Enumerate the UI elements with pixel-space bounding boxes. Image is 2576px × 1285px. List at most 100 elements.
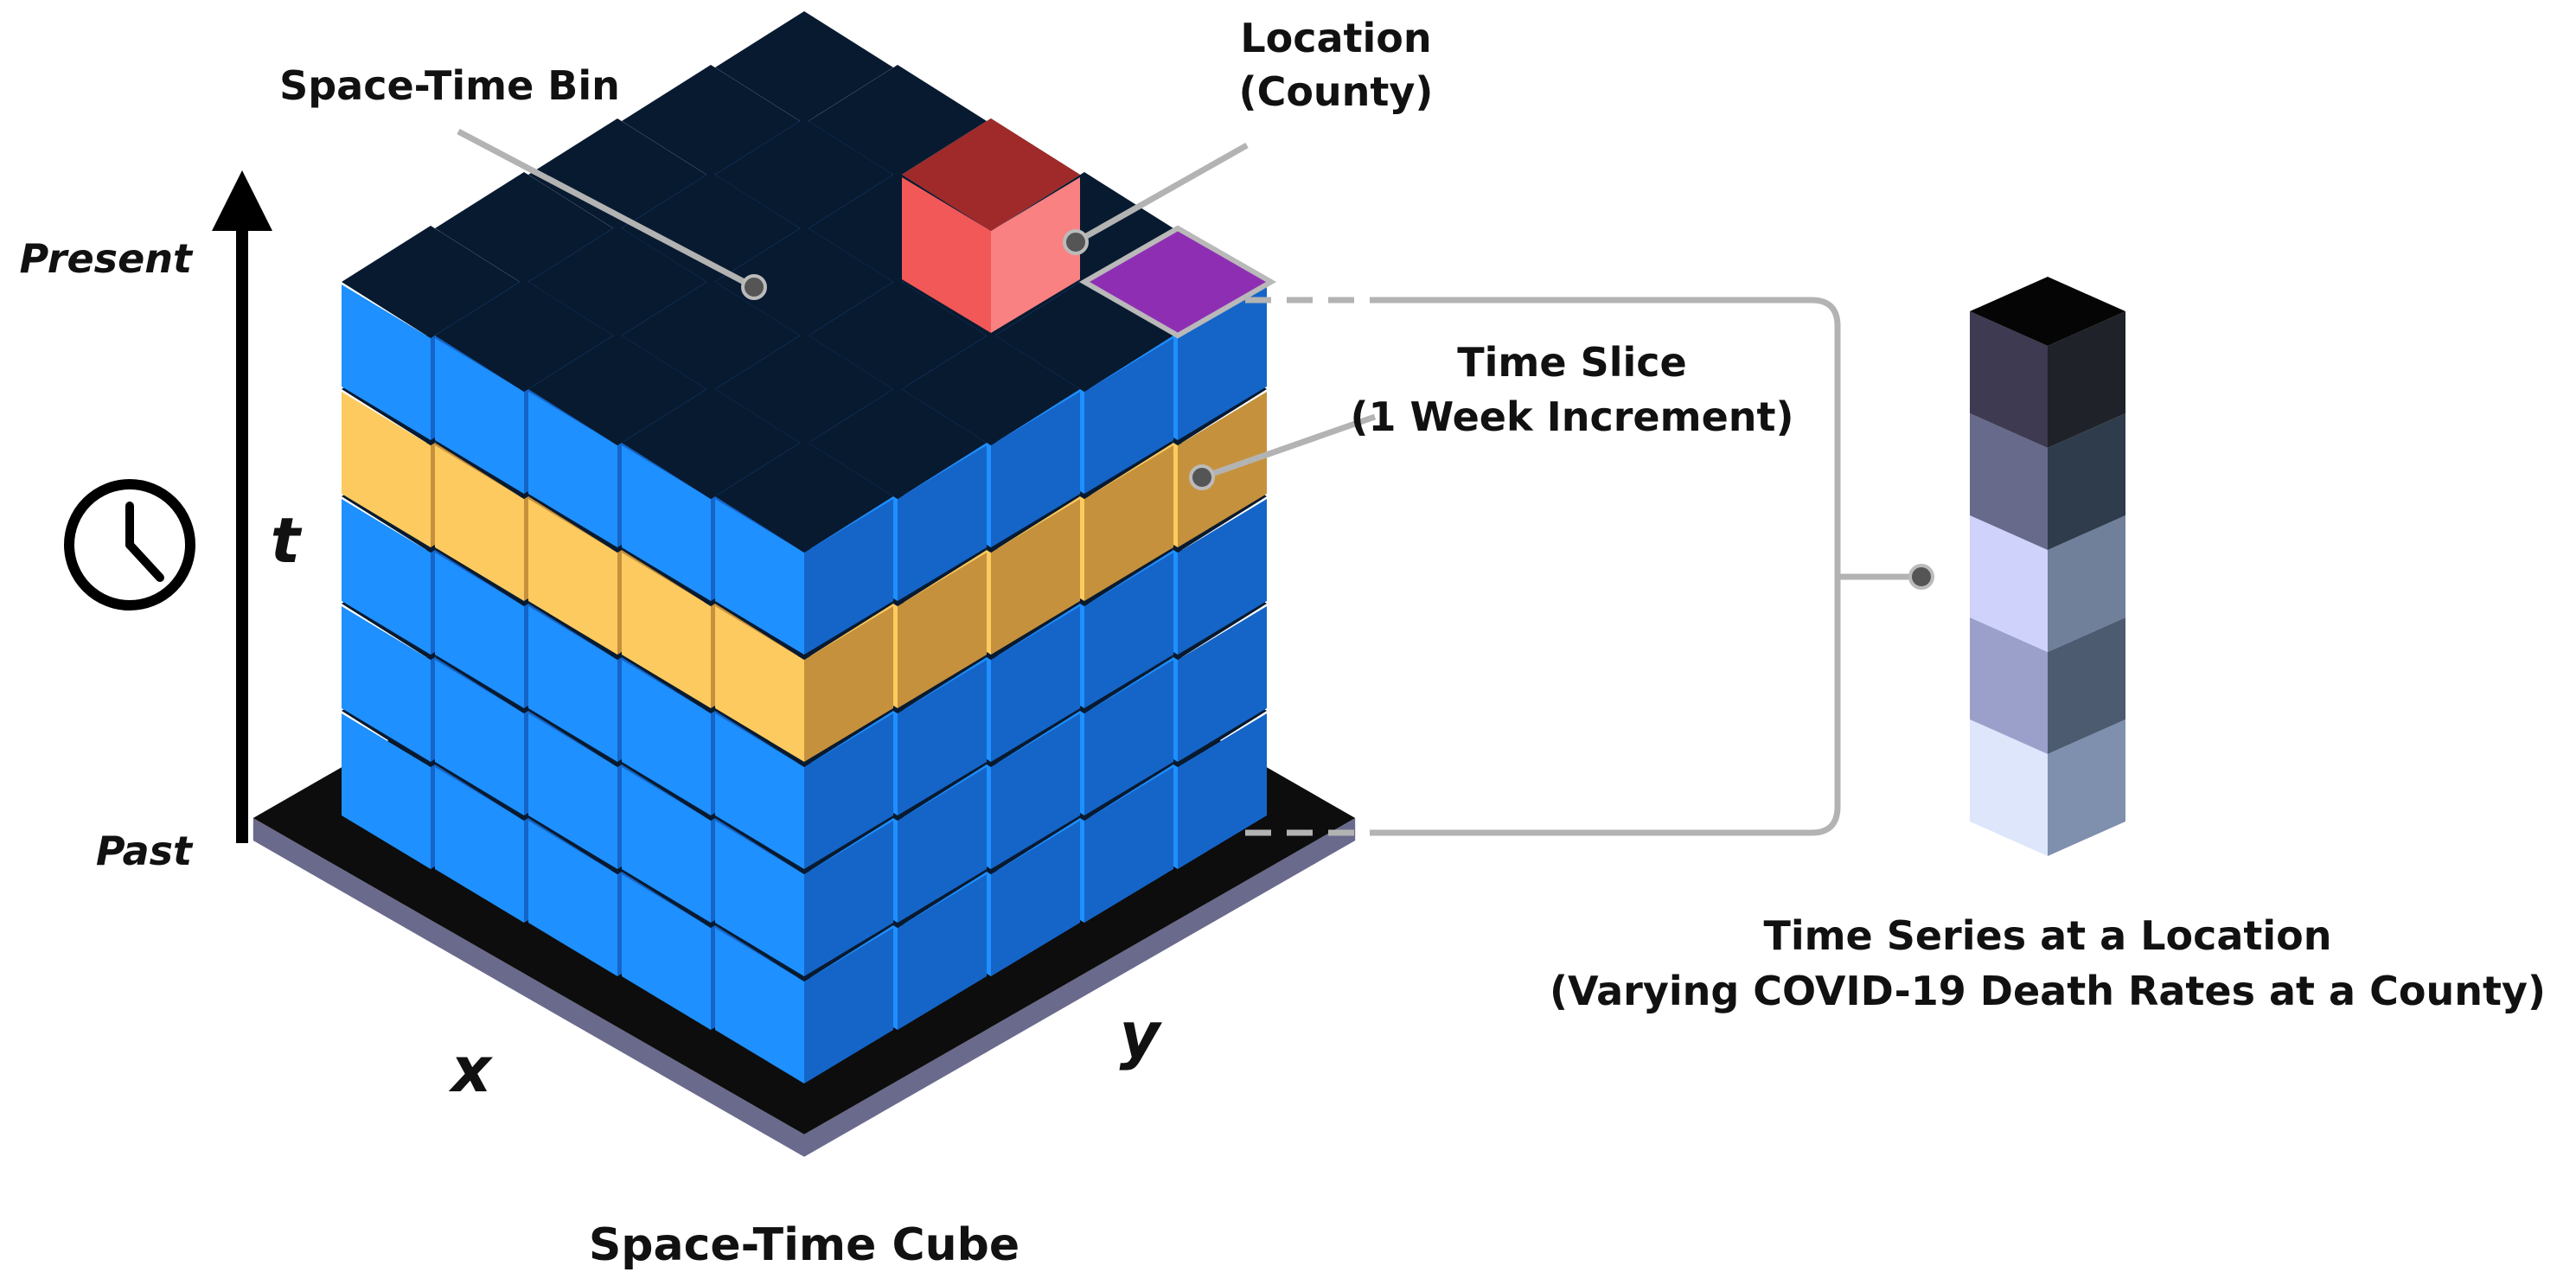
bin-right-face — [898, 874, 987, 1030]
bin-left-face — [435, 660, 524, 815]
bracket-end-dot — [1908, 564, 1934, 590]
bin-left-face — [528, 713, 617, 869]
bin-top-face — [809, 387, 987, 499]
bin-right-face — [991, 713, 1080, 869]
bin-top-face — [715, 118, 893, 231]
base-plate-right-side — [804, 818, 1356, 1157]
bin-right-face — [1084, 338, 1173, 494]
bin-top-face — [809, 279, 987, 392]
bin-top-face — [715, 440, 893, 553]
time-series-stack — [1970, 277, 2125, 856]
bin-right-face — [1178, 284, 1267, 440]
bin-left-face — [435, 553, 524, 708]
bin-top-face — [528, 226, 706, 338]
bin-top-face — [809, 65, 987, 177]
time-series-segment — [1970, 277, 2125, 448]
segment-left-face — [1970, 617, 2048, 754]
bin-right-face — [991, 606, 1080, 762]
highlighted-space-time-bin — [902, 118, 1080, 333]
y-axis-label: y — [1120, 999, 1163, 1071]
base-plate-left-side — [252, 818, 804, 1157]
bin-left-face — [622, 553, 711, 708]
location-label-line2: (County) — [1239, 68, 1434, 115]
present-label: Present — [20, 235, 195, 282]
bin-left-face — [528, 821, 617, 976]
bin-top-face — [435, 172, 613, 284]
bin-right-face — [991, 392, 1080, 547]
bin-right-face — [1178, 713, 1267, 869]
bin-left-face — [715, 606, 804, 762]
bin-right-face — [804, 606, 893, 762]
bin-right-face — [991, 821, 1080, 976]
bin-left-face — [342, 606, 431, 762]
time-series-label-line2: (Varying COVID-19 Death Rates at a Count… — [1550, 968, 2546, 1014]
bin-left-face — [715, 821, 804, 976]
past-label: Past — [96, 828, 194, 874]
bin-right-face — [804, 928, 893, 1084]
time-series-label-line1: Time Series at a Location — [1763, 912, 2331, 959]
time-slice-label-line1: Time Slice — [1457, 339, 1686, 386]
bin-right-face — [804, 821, 893, 976]
bin-right-face — [804, 713, 893, 869]
location-label-line1: Location — [1240, 15, 1431, 61]
bin-left-face — [715, 928, 804, 1084]
bin-top-face — [715, 226, 893, 338]
time-slice-label-line2: (1 Week Increment) — [1350, 393, 1793, 440]
segment-left-face — [1970, 413, 2048, 550]
bin-marker-dot — [741, 274, 767, 300]
t-axis-label: t — [271, 504, 303, 577]
x-axis-label: x — [449, 1033, 494, 1106]
bin-top-face — [622, 387, 800, 499]
bin-left-face — [342, 392, 431, 547]
bin-left-face — [342, 499, 431, 655]
bin-right-face — [898, 660, 987, 815]
segment-right-face — [2048, 515, 2125, 652]
bin-left-face — [528, 606, 617, 762]
bin-left-face — [528, 392, 617, 547]
bin-top-face — [715, 333, 893, 445]
bin-right-face — [991, 499, 1080, 655]
bin-left-face — [435, 445, 524, 601]
bin-left-face — [622, 445, 711, 601]
time-series-segment — [1970, 413, 2125, 550]
bin-right-face — [1084, 660, 1173, 815]
slice-marker-dot — [1189, 464, 1215, 490]
bin-right-face — [991, 177, 1080, 333]
bin-top-face — [528, 118, 706, 231]
space-time-bin-label: Space-Time Bin — [279, 62, 620, 109]
bin-top-face — [902, 333, 1080, 445]
space-time-cube-caption: Space-Time Cube — [589, 1219, 1020, 1271]
time-series-segment — [1970, 515, 2125, 652]
bin-left-face — [715, 713, 804, 869]
bin-right-face — [1084, 553, 1173, 708]
bin-left-face — [528, 499, 617, 655]
bin-right-face — [898, 553, 987, 708]
bin-left-face — [715, 499, 804, 655]
bin-left-face — [342, 713, 431, 869]
bin-right-face — [1084, 445, 1173, 601]
location-marker-dot — [1063, 229, 1089, 255]
segment-right-face — [2048, 311, 2125, 448]
time-series-segment — [1970, 719, 2125, 856]
bin-right-face — [1084, 767, 1173, 923]
segment-right-face — [2048, 719, 2125, 856]
bin-left-face — [622, 874, 711, 1030]
clock-icon — [64, 479, 195, 611]
segment-top-face — [1970, 277, 2125, 346]
bin-left-face — [342, 284, 431, 440]
segment-right-face — [2048, 617, 2125, 754]
bin-top-face — [622, 65, 800, 177]
bin-right-face — [1178, 499, 1267, 655]
bin-top-face — [622, 279, 800, 392]
cube-bin — [715, 440, 893, 655]
bin-top-face — [715, 11, 893, 124]
bin-top-face — [622, 172, 800, 284]
bin-right-face — [898, 445, 987, 601]
bin-right-face — [804, 499, 893, 655]
bin-right-face — [898, 767, 987, 923]
bin-left-face — [902, 177, 991, 333]
bin-top-face — [528, 333, 706, 445]
leader-lines — [457, 128, 1377, 481]
bin-top-face — [435, 279, 613, 392]
